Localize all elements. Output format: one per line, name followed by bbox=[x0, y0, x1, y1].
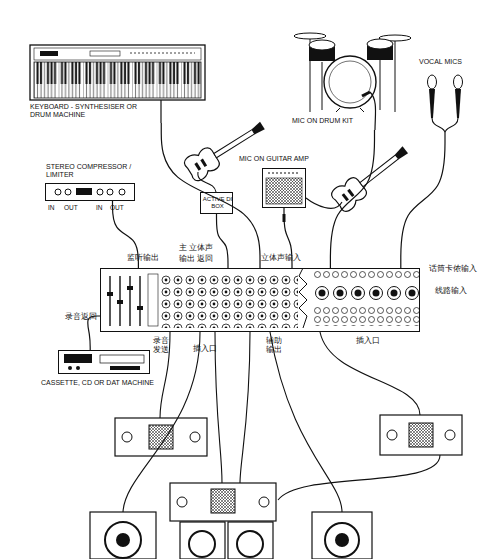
compressor-box: STEREO COMPRESSOR / LIMITERINOUTINOUT bbox=[45, 183, 135, 201]
node-label: MIC ON DRUM KIT bbox=[292, 117, 372, 125]
cable bbox=[330, 130, 374, 268]
node-label: ACTIVE DI BOX bbox=[201, 196, 234, 209]
node-label: MIC ON GUITAR AMP bbox=[239, 155, 309, 163]
guitar-amp: MIC ON GUITAR AMP bbox=[262, 168, 306, 208]
node-label: VOCAL MICS bbox=[419, 58, 475, 66]
node-label: 立体声输入 bbox=[261, 254, 301, 263]
keyboard-box: KEYBOARD - SYNTHESISER OR DRUM MACHINE bbox=[30, 45, 205, 123]
cable bbox=[217, 214, 229, 268]
node-label: OUT bbox=[64, 204, 78, 211]
node-label: IN bbox=[48, 204, 55, 211]
node-label: 主 立体声 bbox=[179, 244, 213, 253]
node-label: CASSETTE, CD OR DAT MACHINE bbox=[41, 379, 154, 387]
vocal-mics: VOCAL MICS bbox=[415, 58, 475, 133]
di-box: ACTIVE DI BOX bbox=[200, 192, 233, 214]
cable bbox=[88, 316, 100, 350]
node-label: 插入口 bbox=[356, 337, 380, 346]
node-label: 录音返回 bbox=[65, 313, 97, 322]
node-label: 录音 发送 bbox=[153, 337, 173, 355]
cable bbox=[401, 133, 445, 268]
drum-kit: MIC ON DRUM KIT bbox=[290, 25, 420, 130]
node-label: 线路输入 bbox=[435, 287, 467, 296]
cassette-box: CASSETTE, CD OR DAT MACHINE bbox=[58, 350, 150, 374]
node-label: 辅助 输出 bbox=[266, 337, 286, 355]
node-label: OUT bbox=[110, 204, 124, 211]
node-label: STEREO COMPRESSOR / LIMITER bbox=[46, 163, 141, 179]
node-label: 监听输出 bbox=[127, 254, 159, 263]
mixer-box: 监听输出主 立体声输出 返回立体声输入话筒卡侬输入线路输入录音返回录音 发送插入… bbox=[100, 268, 420, 332]
node-label: 插入口 bbox=[193, 345, 217, 354]
node-label: KEYBOARD - SYNTHESISER OR DRUM MACHINE bbox=[30, 103, 150, 119]
node-label: IN bbox=[96, 204, 103, 211]
node-label: 输出 返回 bbox=[179, 255, 213, 264]
node-label: 话筒卡侬输入 bbox=[429, 265, 477, 274]
cable bbox=[161, 123, 260, 268]
